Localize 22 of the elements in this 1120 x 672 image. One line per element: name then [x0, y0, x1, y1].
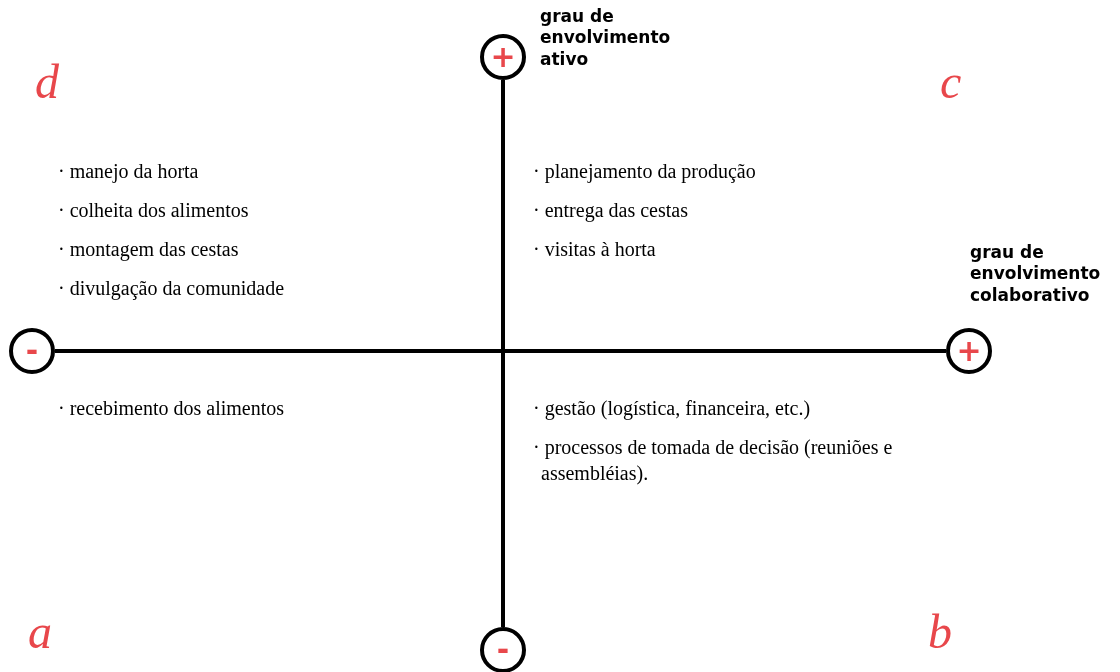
list-item: · montagem das cestas — [58, 237, 240, 262]
quadrant-letter: d — [35, 58, 59, 106]
sign-circle: - — [9, 328, 55, 374]
quadrant-letter: b — [928, 608, 952, 656]
list-item: · entrega das cestas — [533, 198, 689, 223]
axis-label: grau de envolvimento ativo — [540, 6, 672, 70]
sign-circle: - — [480, 627, 526, 672]
list-item: · processos de tomada de decisão (reuniões e assembléias). — [533, 435, 894, 486]
quadrant-letter: c — [940, 58, 962, 106]
axis-line — [501, 80, 505, 627]
list-item: · colheita dos alimentos — [58, 198, 250, 223]
list-item: · gestão (logística, financeira, etc.) — [533, 396, 812, 421]
list-item: · visitas à horta — [533, 237, 657, 262]
quadrant-letter: a — [28, 608, 52, 656]
list-item: · recebimento dos alimentos — [58, 396, 286, 421]
axis-label: grau de envolvimento colaborativo — [970, 242, 1102, 306]
sign-circle: + — [480, 34, 526, 80]
sign-circle: + — [946, 328, 992, 374]
list-item: · manejo da horta — [58, 159, 200, 184]
axis-line — [55, 349, 946, 353]
list-item: · divulgação da comunidade — [58, 276, 286, 301]
list-item: · planejamento da produção — [533, 159, 757, 184]
